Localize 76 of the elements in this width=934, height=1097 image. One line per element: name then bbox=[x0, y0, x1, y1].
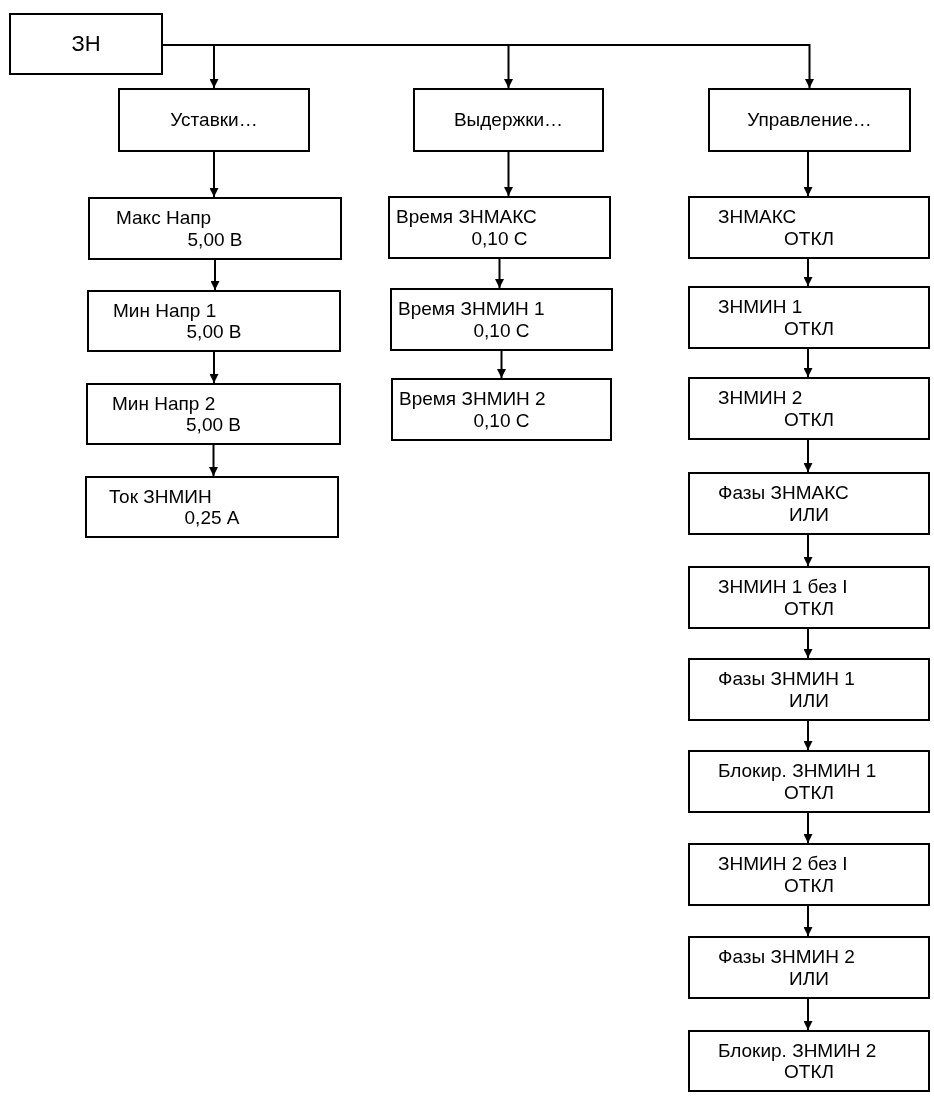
setting-name: ЗНМИН 2 без I bbox=[717, 853, 849, 875]
setting-value: ОТКЛ bbox=[783, 1061, 835, 1083]
setting-value: ИЛИ bbox=[788, 967, 830, 989]
arrow bbox=[497, 350, 506, 379]
arrow bbox=[803, 812, 813, 844]
menu-box bbox=[118, 88, 310, 152]
setting-box bbox=[688, 843, 930, 906]
setting-name: Мин Напр 2 bbox=[111, 392, 217, 414]
arrow bbox=[803, 905, 813, 937]
arrow bbox=[803, 534, 813, 567]
arrow bbox=[803, 151, 813, 197]
setting-value: 0,10 С bbox=[472, 409, 531, 431]
setting-value: 5,00 В bbox=[185, 321, 243, 343]
setting-name: Выдержки… bbox=[453, 109, 564, 131]
setting-value: 5,00 В bbox=[186, 228, 244, 250]
arrow bbox=[803, 439, 813, 473]
arrow bbox=[803, 998, 813, 1031]
setting-box bbox=[388, 196, 611, 259]
setting-value: ОТКЛ bbox=[783, 874, 835, 896]
setting-box bbox=[391, 378, 612, 441]
setting-box bbox=[688, 472, 930, 535]
setting-box bbox=[88, 197, 342, 260]
setting-name: Управление… bbox=[747, 109, 872, 131]
setting-box bbox=[688, 196, 930, 259]
setting-name: Время ЗНМАКС bbox=[396, 206, 538, 228]
setting-value: ОТКЛ bbox=[783, 408, 835, 430]
setting-name: Фазы ЗНМИН 1 bbox=[717, 668, 856, 690]
setting-name: Блокир. ЗНМИН 1 bbox=[717, 760, 878, 782]
setting-value: 0,10 С bbox=[472, 319, 531, 341]
setting-value: 0,25 А bbox=[183, 507, 241, 529]
setting-value: 5,00 В bbox=[185, 414, 242, 436]
arrow bbox=[504, 151, 513, 197]
menu-box bbox=[708, 88, 911, 152]
arrow bbox=[210, 259, 220, 291]
arrow bbox=[495, 258, 504, 289]
menu-box bbox=[9, 13, 163, 75]
setting-box bbox=[688, 936, 930, 999]
setting-box bbox=[688, 566, 930, 629]
setting-value: ОТКЛ bbox=[783, 597, 835, 619]
setting-value: ОТКЛ bbox=[783, 317, 835, 339]
setting-name: ЗНМИН 1 bbox=[717, 296, 804, 318]
setting-box bbox=[688, 1030, 930, 1092]
setting-name: ЗНМИН 1 без I bbox=[717, 576, 849, 598]
setting-name: ЗН bbox=[71, 31, 101, 57]
setting-name: Фазы ЗНМАКС bbox=[717, 482, 850, 504]
setting-name: ЗНМАКС bbox=[717, 206, 798, 228]
setting-box bbox=[390, 288, 613, 351]
setting-box bbox=[688, 750, 930, 813]
setting-box bbox=[688, 658, 930, 721]
setting-name: Мин Напр 1 bbox=[112, 299, 218, 321]
setting-box bbox=[688, 286, 930, 349]
arrow bbox=[803, 628, 813, 659]
setting-box bbox=[85, 476, 339, 538]
arrow bbox=[803, 720, 813, 751]
setting-value: ОТКЛ bbox=[783, 781, 835, 803]
setting-name: Время ЗНМИН 1 bbox=[398, 298, 546, 320]
arrow bbox=[803, 258, 813, 287]
setting-name: Макс Напр bbox=[115, 207, 213, 229]
arrow bbox=[209, 351, 219, 384]
setting-name: Уставки… bbox=[170, 109, 258, 131]
setting-value: ИЛИ bbox=[788, 503, 830, 525]
setting-box bbox=[688, 377, 930, 440]
setting-name: Время ЗНМИН 2 bbox=[399, 388, 547, 410]
setting-box bbox=[86, 383, 341, 445]
arrow bbox=[803, 348, 813, 378]
setting-value: ОТКЛ bbox=[783, 227, 835, 249]
setting-value: 0,10 С bbox=[470, 227, 529, 249]
arrow bbox=[209, 151, 219, 198]
setting-box bbox=[87, 290, 341, 352]
setting-name: Фазы ЗНМИН 2 bbox=[717, 946, 856, 968]
setting-name: Ток ЗНМИН bbox=[108, 485, 213, 507]
setting-name: Блокир. ЗНМИН 2 bbox=[717, 1039, 878, 1061]
arrow bbox=[209, 444, 218, 477]
menu-box bbox=[413, 88, 604, 152]
setting-value: ИЛИ bbox=[788, 689, 830, 711]
setting-name: ЗНМИН 2 bbox=[717, 387, 804, 409]
